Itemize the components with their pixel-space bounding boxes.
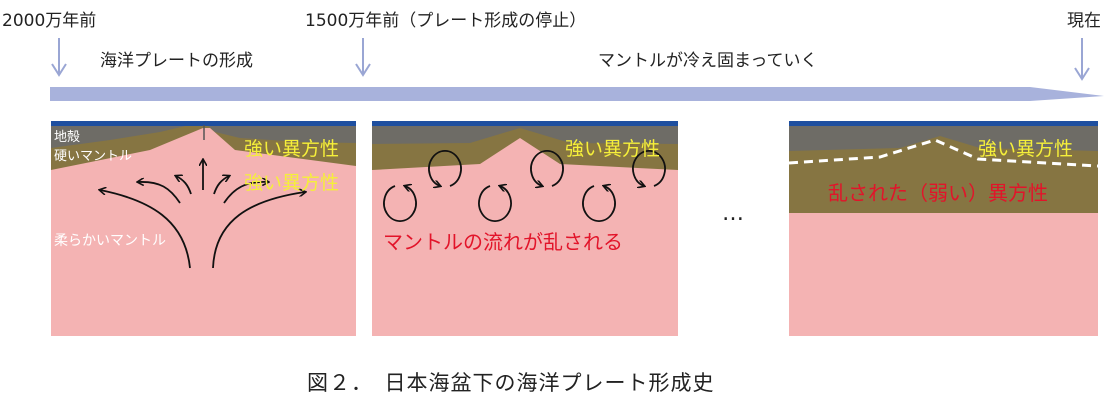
label-1500-mya: 1500万年前（プレート形成の停止）: [305, 11, 587, 31]
label-hard-mantle: 硬いマントル: [54, 149, 132, 164]
time-axis-arrow: [50, 87, 1104, 101]
label-present: 現在: [1067, 11, 1101, 31]
label-strong-anisotropy-4: 強い異方性: [978, 138, 1073, 160]
label-strong-anisotropy-2: 強い異方性: [244, 172, 339, 194]
label-weak-anisotropy: 乱された（弱い）異方性: [828, 181, 1048, 205]
phase-mantle-cooling: マントルが冷え固まっていく: [598, 51, 818, 71]
down-arrow-end: [1074, 38, 1090, 81]
ellipsis: …: [722, 201, 744, 226]
label-disturbed-flow: マントルの流れが乱される: [383, 230, 623, 254]
label-strong-anisotropy-1: 強い異方性: [244, 138, 339, 160]
phase-plate-formation: 海洋プレートの形成: [100, 51, 253, 71]
label-strong-anisotropy-3: 強い異方性: [565, 138, 660, 160]
label-soft-mantle: 柔らかいマントル: [54, 233, 166, 249]
panel-2-disturbed-flow: [372, 121, 678, 336]
label-crust: 地殻: [54, 130, 80, 145]
down-arrow-start: [51, 38, 67, 77]
label-2000-mya: 2000万年前: [2, 11, 97, 31]
panel-3-present-state: [788, 121, 1099, 336]
panel-1-ridge-formation: [51, 121, 356, 336]
down-arrow-mid: [355, 38, 371, 77]
figure-caption: 図２． 日本海盆下の海洋プレート形成史: [307, 371, 715, 395]
